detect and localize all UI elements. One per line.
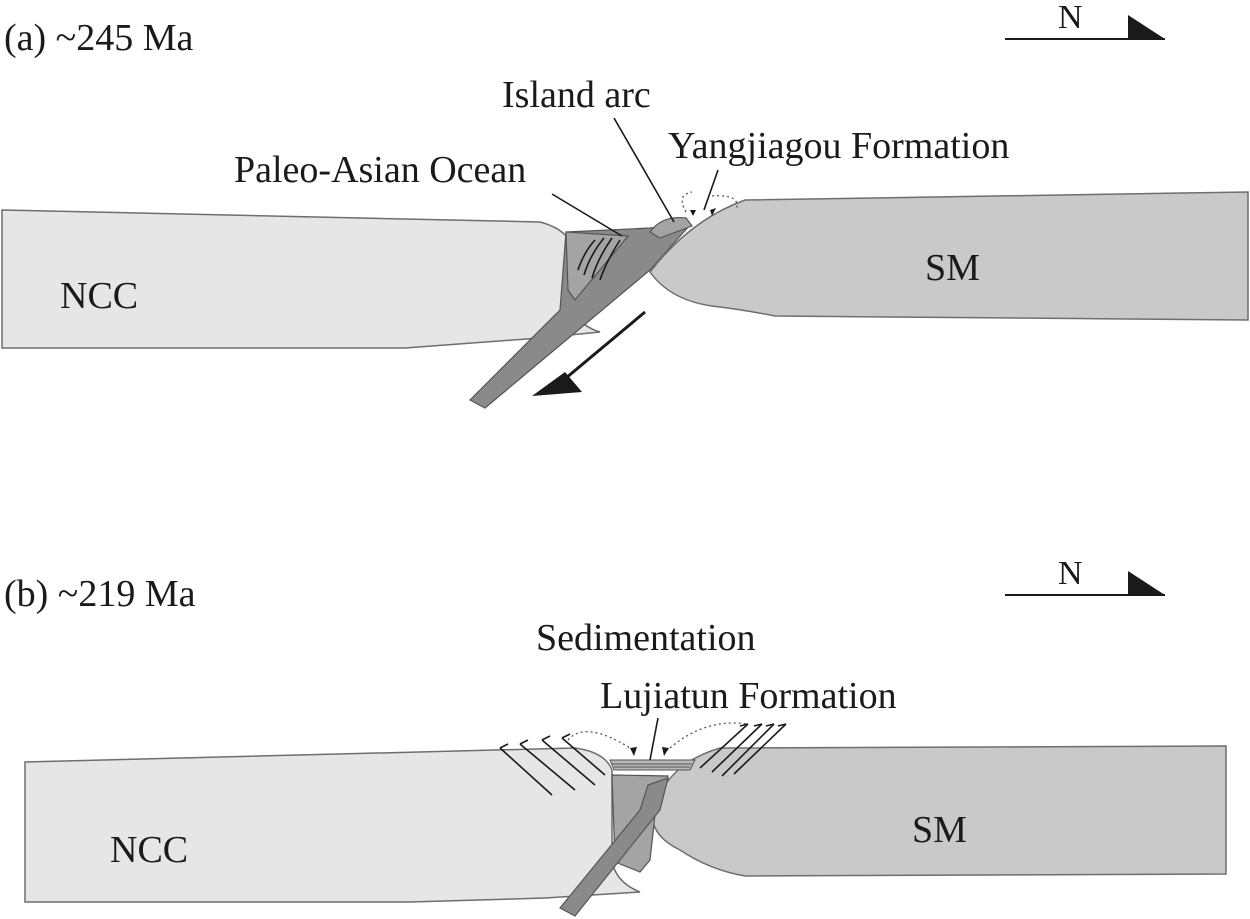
- north-arrow-b: N: [1005, 555, 1165, 596]
- north-arrow-a: N: [1005, 0, 1165, 40]
- sm-label-b: SM: [912, 809, 967, 851]
- panel-b: (b) ~219 Ma N: [4, 555, 1227, 917]
- sedimentation-label-b: Sedimentation: [536, 617, 756, 659]
- normal-faults-right-b: [699, 723, 787, 777]
- north-label-b: N: [1058, 555, 1083, 592]
- formation-leader-b: [649, 717, 659, 761]
- sediment-flow-right-a: [711, 195, 738, 211]
- wedge-lines-a: [577, 237, 621, 281]
- flow-head-left-b: [630, 747, 637, 756]
- subduction-arrow-a: [532, 310, 646, 396]
- ncc-label-a: NCC: [60, 275, 138, 317]
- panel-b-label: (b) ~219 Ma: [4, 573, 196, 615]
- ocean-leader-a: [551, 193, 623, 237]
- panel-a: (a) ~245 Ma N NCC SM: [1, 0, 1249, 409]
- north-label-a: N: [1058, 0, 1083, 36]
- arc-leader-a: [613, 117, 675, 223]
- sediment-flow-left-b: [567, 731, 631, 749]
- ocean-label-a: Paleo-Asian Ocean: [234, 149, 526, 191]
- formation-leader-a: [703, 169, 719, 211]
- flow-head-right-b: [662, 747, 669, 756]
- panel-a-label: (a) ~245 Ma: [4, 17, 194, 59]
- sediment-flow-right-b: [669, 722, 749, 749]
- ncc-plate-b: [24, 747, 641, 903]
- sediment-flow-left-a: [681, 191, 693, 213]
- subducting-slab-b: [559, 777, 669, 917]
- basin-sediments-b: [609, 759, 696, 771]
- flow-head-left-a: [690, 210, 696, 216]
- north-arrow-head-b: [1128, 571, 1165, 595]
- sm-label-a: SM: [925, 247, 980, 289]
- formation-label-a: Yangjiagou Formation: [668, 125, 1009, 167]
- ncc-label-b: NCC: [110, 829, 188, 871]
- formation-label-b: Lujiatun Formation: [600, 675, 897, 717]
- north-arrow-head-a: [1128, 15, 1165, 39]
- arc-label-a: Island arc: [502, 74, 651, 116]
- flow-head-right-a: [710, 208, 716, 216]
- sm-plate-b: [651, 745, 1227, 877]
- sm-plate-a: [649, 191, 1249, 321]
- normal-faults-left-b: [499, 733, 606, 796]
